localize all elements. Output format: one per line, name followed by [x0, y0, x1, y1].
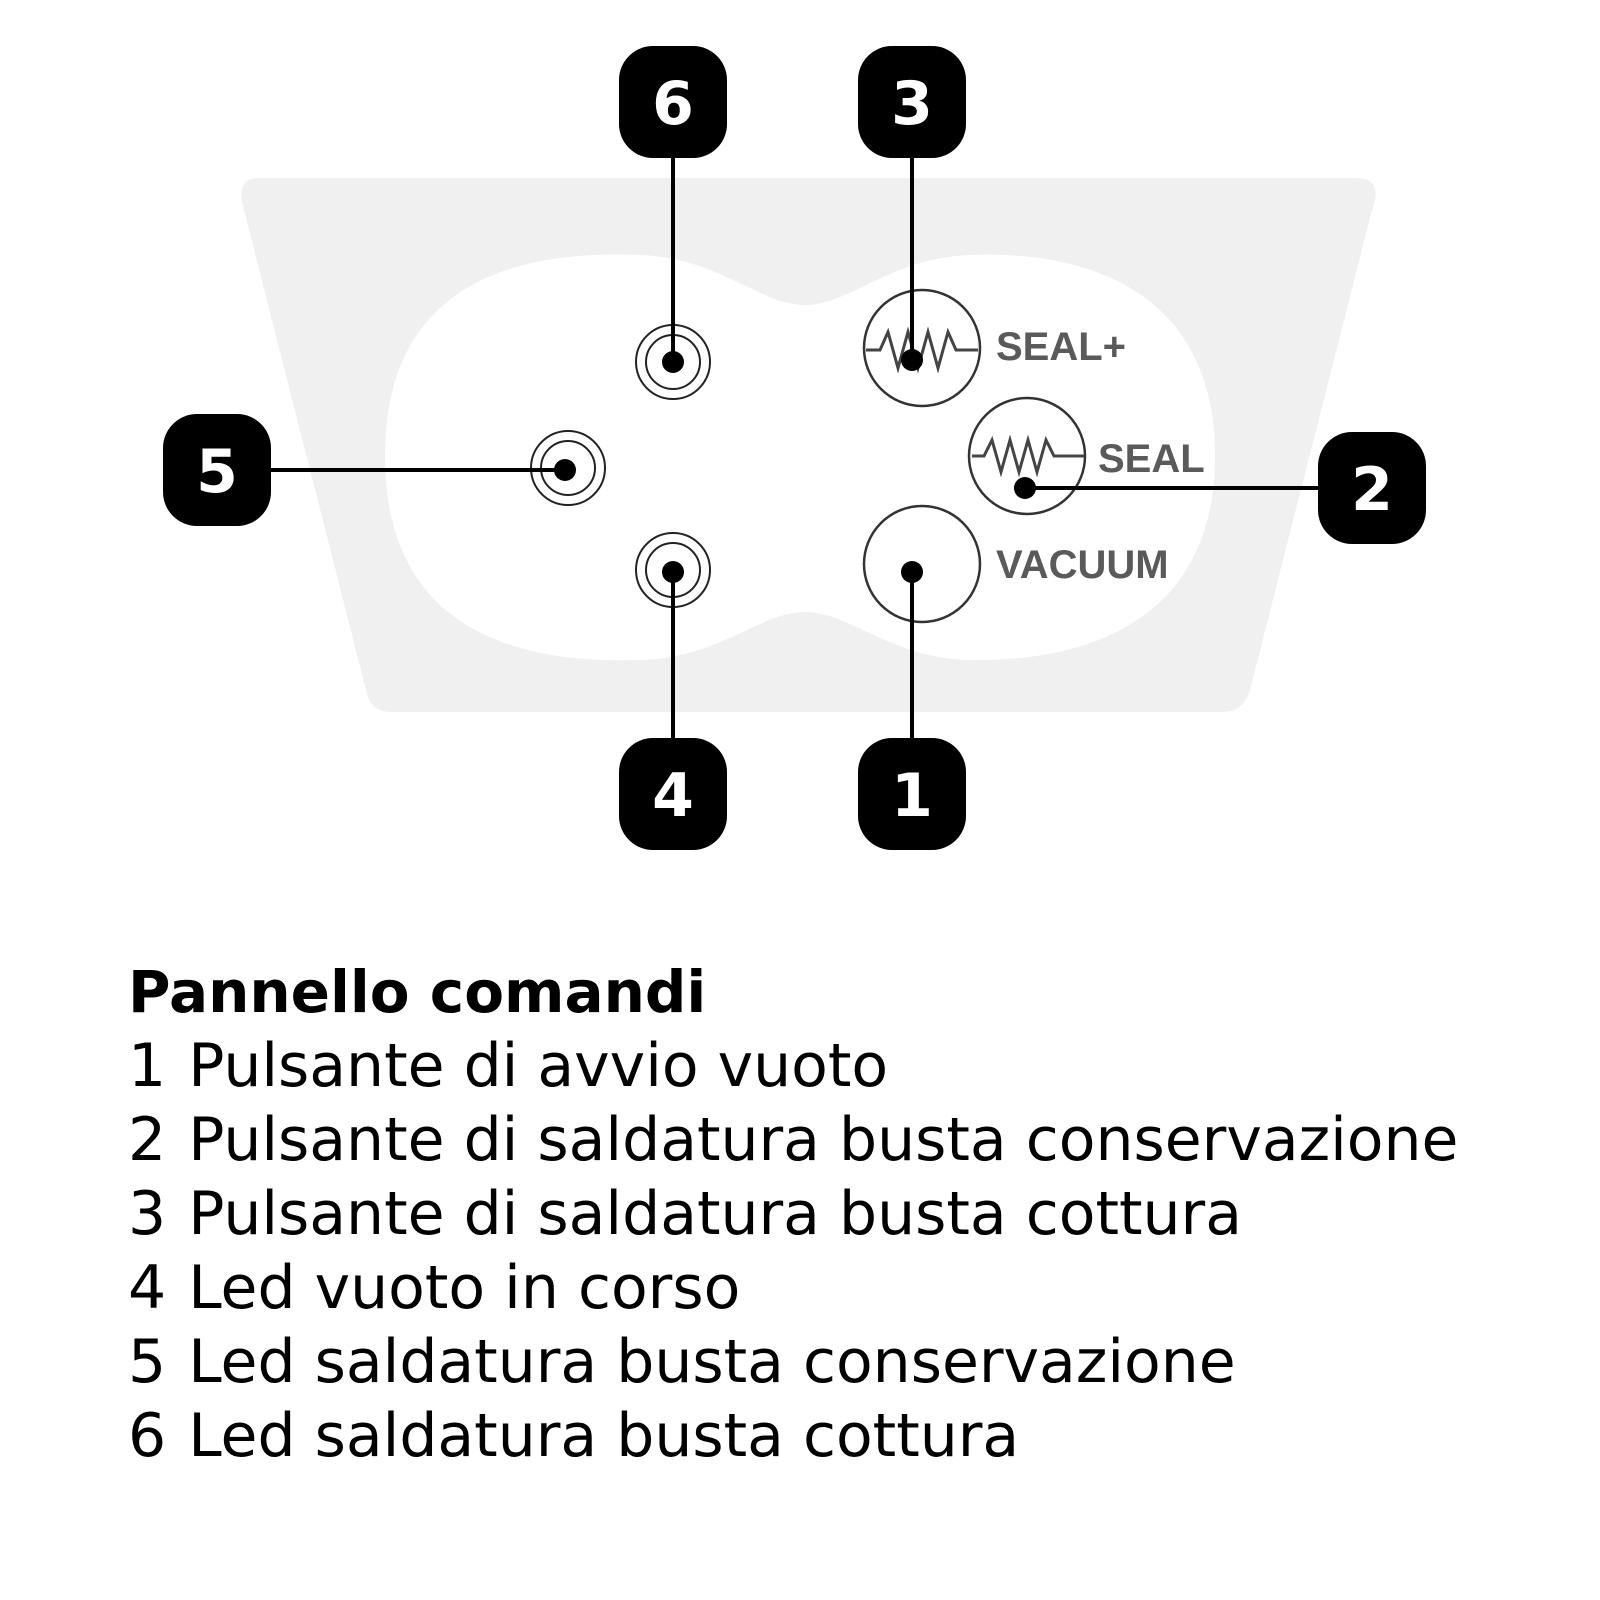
svg-text:4: 4 — [652, 761, 694, 831]
seal-plus-button[interactable] — [862, 288, 982, 408]
legend-item: 5 Led saldatura busta conservazione — [128, 1325, 1458, 1399]
callout-2: 2 — [1318, 432, 1426, 544]
callout-5: 5 — [163, 414, 271, 526]
svg-text:3: 3 — [891, 69, 933, 139]
legend-item-text: Led saldatura busta conservazione — [188, 1327, 1236, 1397]
legend-item-number: 3 — [128, 1179, 167, 1249]
control-panel-diagram: SEAL+ SEAL VACUUM 6 3 5 — [163, 46, 1426, 850]
svg-text:2: 2 — [1351, 455, 1393, 525]
callout-3: 3 — [858, 46, 966, 158]
legend-item-number: 4 — [128, 1253, 167, 1323]
panel-inner-area — [385, 254, 1215, 661]
endpoint-dot-3 — [901, 349, 923, 371]
callout-4: 4 — [619, 738, 727, 850]
endpoint-dot-4 — [662, 561, 684, 583]
endpoint-dot-1 — [901, 561, 923, 583]
legend-item-text: Led saldatura busta cottura — [188, 1401, 1020, 1471]
svg-text:6: 6 — [652, 69, 694, 139]
legend-item: 6 Led saldatura busta cottura — [128, 1399, 1458, 1473]
legend-title: Pannello comandi — [128, 958, 707, 1026]
legend-item-number: 1 — [128, 1031, 167, 1101]
legend-item: 2 Pulsante di saldatura busta conservazio… — [128, 1103, 1458, 1177]
legend-item-text: Pulsante di avvio vuoto — [188, 1031, 889, 1101]
endpoint-dot-2 — [1014, 477, 1036, 499]
legend-item-number: 2 — [128, 1105, 167, 1175]
heating-coil-icon — [972, 434, 1084, 478]
legend: Pannello comandi 1 Pulsante di avvio vuot… — [128, 955, 1458, 1473]
legend-item-number: 5 — [128, 1327, 167, 1397]
vacuum-label: VACUUM — [996, 543, 1169, 587]
endpoint-dot-6 — [662, 351, 684, 373]
vacuum-button[interactable] — [862, 504, 982, 624]
legend-item-text: Led vuoto in corso — [188, 1253, 741, 1323]
endpoint-dot-5 — [554, 459, 576, 481]
svg-text:1: 1 — [891, 761, 933, 831]
seal-label: SEAL — [1098, 437, 1205, 481]
legend-item-text: Pulsante di saldatura busta conservazion… — [188, 1105, 1459, 1175]
legend-item: 1 Pulsante di avvio vuoto — [128, 1029, 1458, 1103]
svg-text:5: 5 — [196, 437, 238, 507]
legend-item: 3 Pulsante di saldatura busta cottura — [128, 1177, 1458, 1251]
legend-item-number: 6 — [128, 1401, 167, 1471]
legend-item-text: Pulsante di saldatura busta cottura — [188, 1179, 1242, 1249]
seal-button[interactable] — [967, 396, 1087, 516]
callout-6: 6 — [619, 46, 727, 158]
callout-1: 1 — [858, 738, 966, 850]
seal-plus-label: SEAL+ — [996, 325, 1126, 369]
legend-item: 4 Led vuoto in corso — [128, 1251, 1458, 1325]
